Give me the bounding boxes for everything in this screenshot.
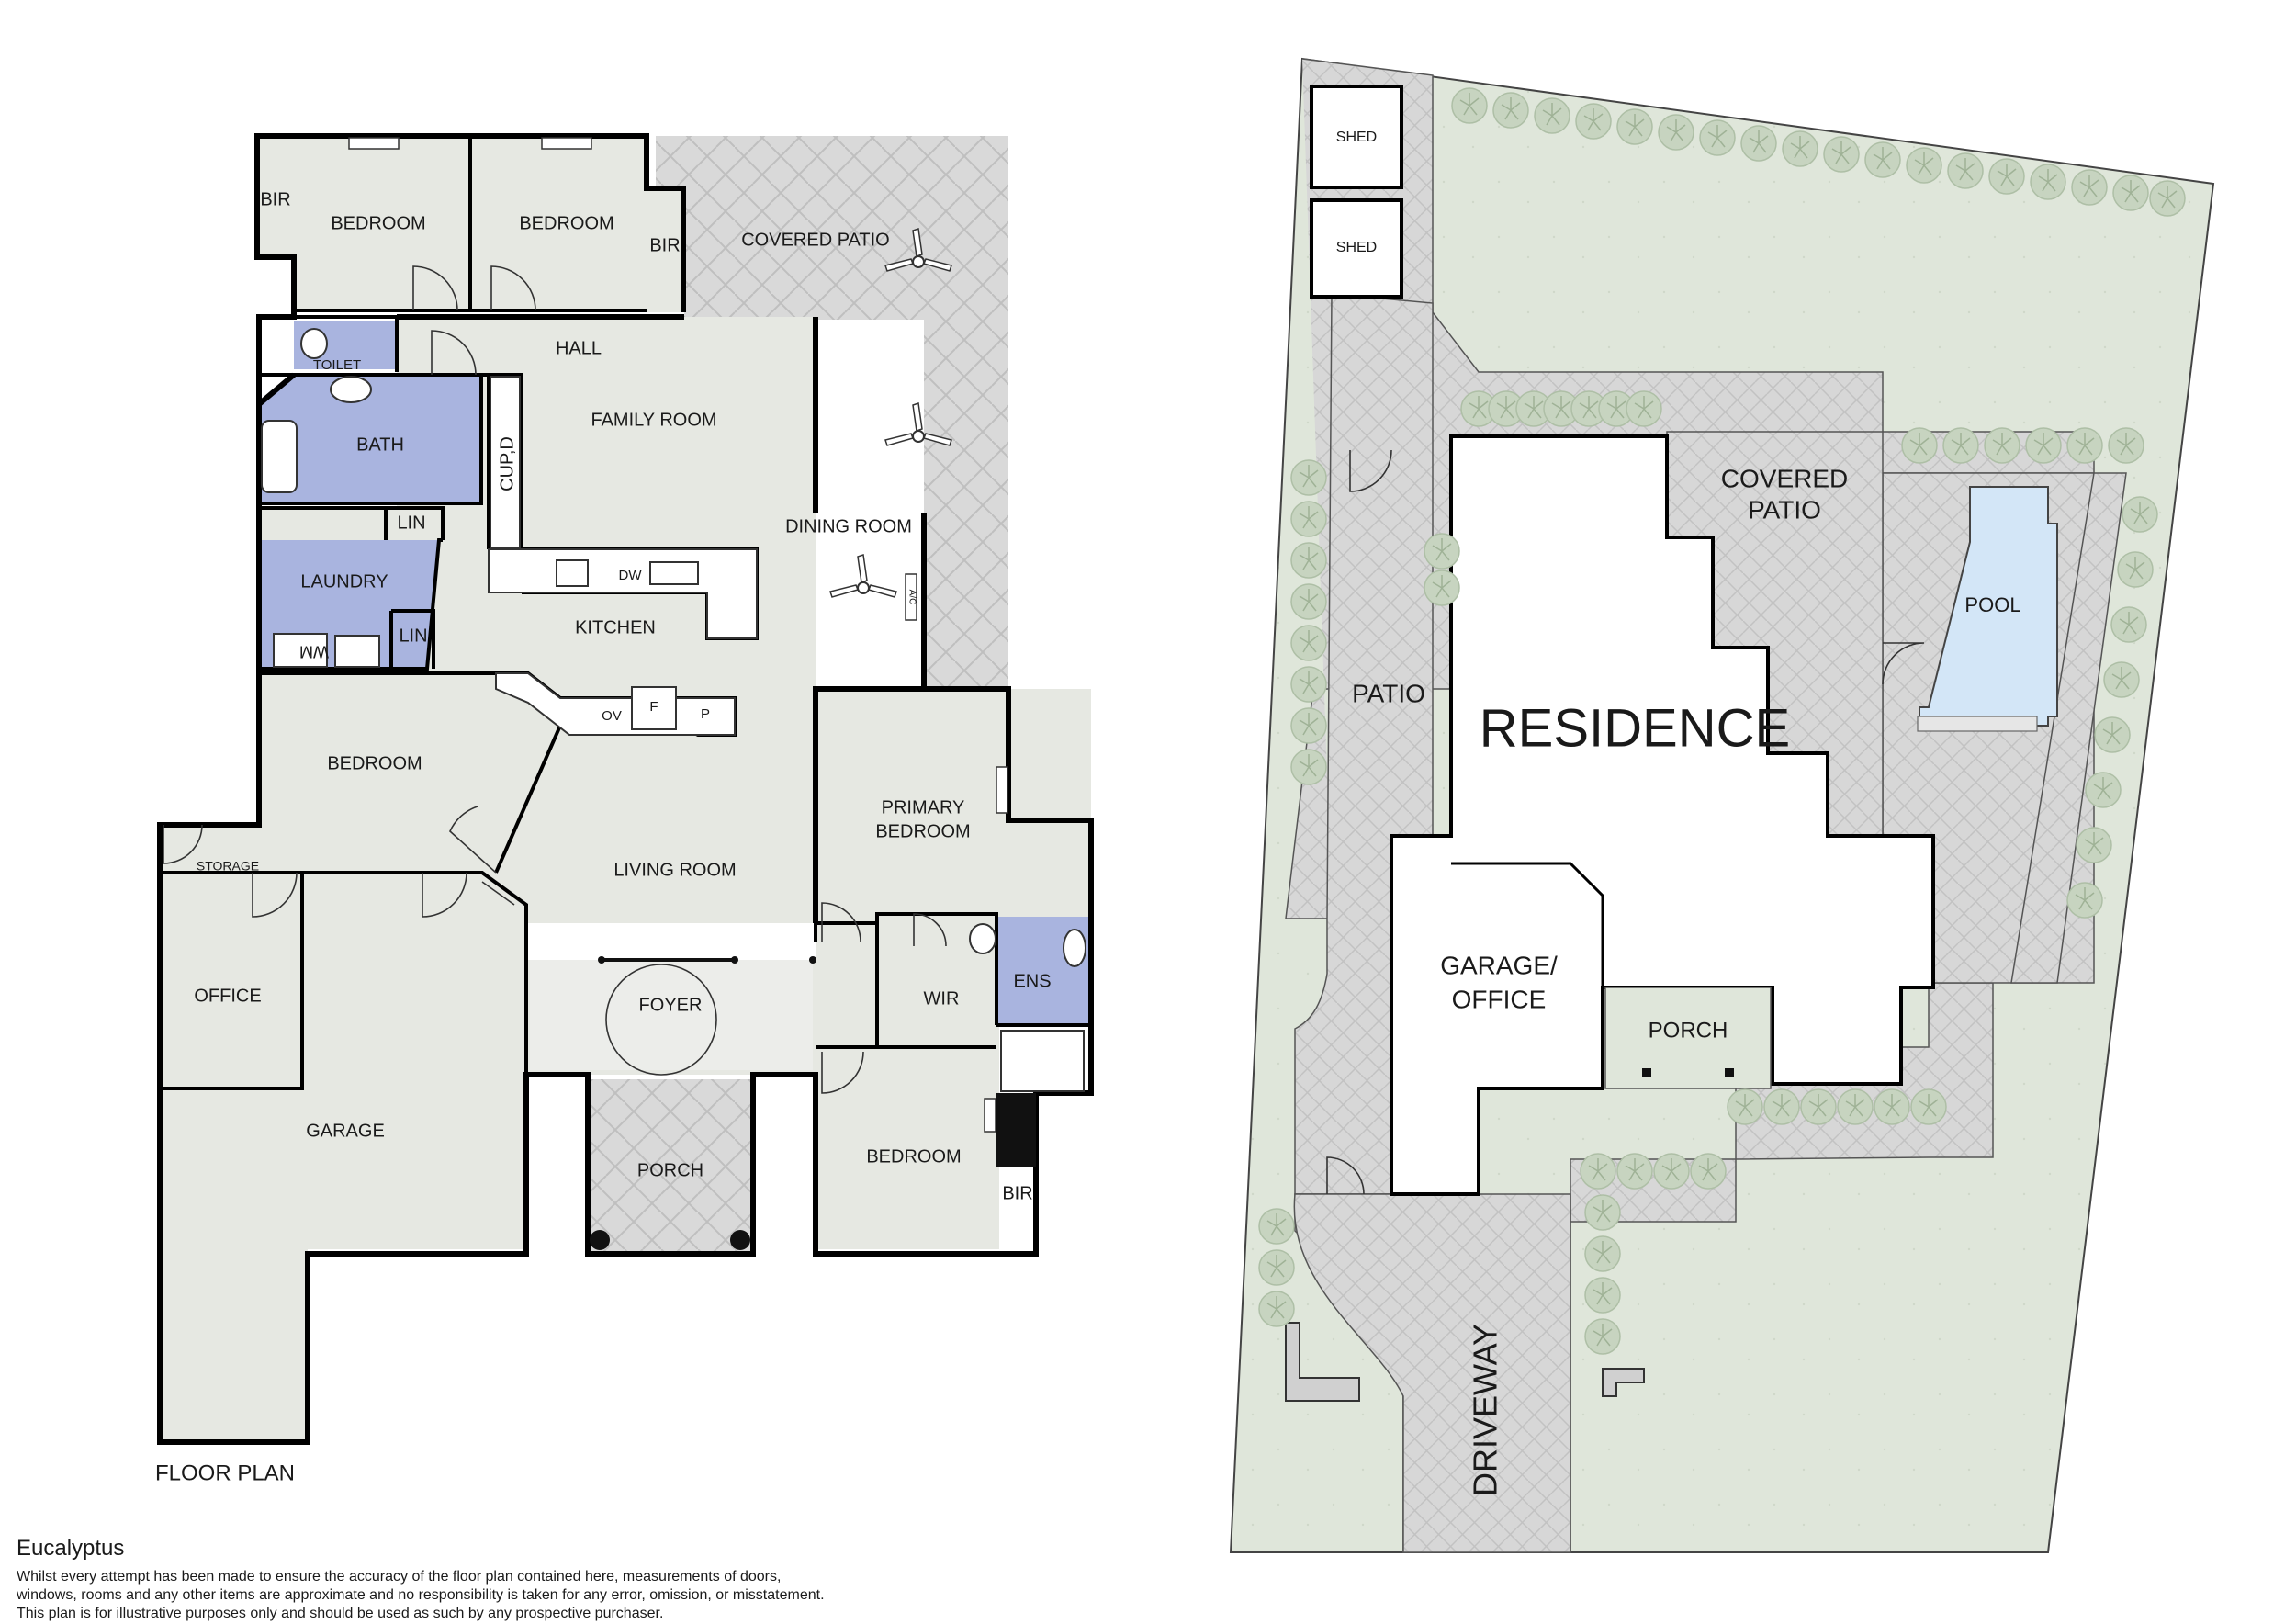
room-label-bir2: BIR xyxy=(649,235,680,255)
room-label-bir1: BIR xyxy=(260,189,290,209)
room-label-bedroom3: BEDROOM xyxy=(327,753,422,773)
room-label-family-room: FAMILY ROOM xyxy=(591,410,716,430)
door-swings xyxy=(163,265,947,1094)
room-label-bedroom4: BEDROOM xyxy=(866,1146,961,1167)
covered-patio-paving xyxy=(656,136,1008,689)
footer-disclaimer-1: Whilst every attempt has been made to en… xyxy=(17,1569,782,1585)
label-ov: OV xyxy=(602,708,622,724)
site-label-covered-patio-1: COVERED xyxy=(1721,464,1848,492)
label-fridge: F xyxy=(649,699,658,715)
foyer-area xyxy=(530,960,813,1070)
porch-site xyxy=(1604,987,1772,1089)
footer-disclaimer-2: windows, rooms and any other items are a… xyxy=(17,1587,825,1603)
label-ac-dining: A/C xyxy=(906,590,917,605)
site-label-patio: PATIO xyxy=(1352,679,1425,707)
site-label-driveway: DRIVEWAY xyxy=(1467,1324,1504,1496)
shed-1 xyxy=(1310,85,1403,189)
room-label-ens: ENS xyxy=(1013,971,1051,991)
porch-paving xyxy=(588,1079,753,1254)
cupd-cupboard xyxy=(490,376,521,548)
wet-areas xyxy=(259,321,1088,1025)
floor-plan-labels: BIR BEDROOM BEDROOM BIR COVERED PATIO TO… xyxy=(155,189,1052,1485)
label-dw: DW xyxy=(619,568,643,583)
room-label-garage: GARAGE xyxy=(306,1121,385,1141)
room-label-living-room: LIVING ROOM xyxy=(613,860,736,880)
room-label-toilet: TOILET xyxy=(313,357,361,373)
site-label-residence: RESIDENCE xyxy=(1480,698,1790,758)
site-label-pool: POOL xyxy=(1964,593,2020,616)
floor-plan xyxy=(157,133,1094,1445)
room-label-lin2: LIN xyxy=(399,626,427,646)
room-label-laundry: LAUNDRY xyxy=(300,571,388,592)
shed-2 xyxy=(1310,198,1403,299)
label-pantry: P xyxy=(701,706,710,722)
site-door-swings xyxy=(1326,449,1925,1195)
room-label-office: OFFICE xyxy=(194,986,261,1006)
kitchen-counters xyxy=(488,548,758,736)
room-label-bedroom1: BEDROOM xyxy=(331,213,425,233)
room-label-storage: STORAGE xyxy=(197,859,259,874)
room-label-bath: BATH xyxy=(356,434,404,455)
site-plan xyxy=(1229,57,2215,1553)
label-wm: WM xyxy=(299,642,329,660)
room-label-wir: WIR xyxy=(924,988,960,1009)
room-label-dining-room: DINING ROOM xyxy=(785,516,912,536)
room-label-primary-bedroom-1: PRIMARY xyxy=(882,797,965,818)
site-label-shed2: SHED xyxy=(1336,240,1377,255)
residence-footprint xyxy=(1390,434,1935,1196)
site-label-shed1: SHED xyxy=(1336,130,1377,145)
room-label-kitchen: KITCHEN xyxy=(575,617,656,637)
floor-plan-title: FLOOR PLAN xyxy=(155,1460,295,1485)
room-label-bir3: BIR xyxy=(1002,1183,1032,1203)
outer-walls xyxy=(157,133,1094,1445)
footer-disclaimer-3: This plan is for illustrative purposes o… xyxy=(17,1606,664,1621)
site-label-garage-office-2: OFFICE xyxy=(1452,985,1547,1013)
room-label-covered-patio: COVERED PATIO xyxy=(741,230,890,250)
site-plan-labels: SHED SHED COVERED PATIO POOL PATIO RESID… xyxy=(1336,130,2021,1496)
fixtures xyxy=(261,328,1086,1092)
ac-units xyxy=(348,137,1008,1133)
room-label-cupd: CUP,D xyxy=(497,436,517,491)
site-label-garage-office-1: GARAGE/ xyxy=(1440,951,1558,979)
site-label-covered-patio-2: PATIO xyxy=(1748,495,1821,524)
pool xyxy=(1919,486,2058,727)
room-label-lin1: LIN xyxy=(397,513,425,533)
room-label-hall: HALL xyxy=(556,338,602,358)
room-label-primary-bedroom-2: BEDROOM xyxy=(875,821,970,841)
room-label-bedroom2: BEDROOM xyxy=(519,213,613,233)
room-label-foyer: FOYER xyxy=(639,995,703,1015)
ens-shower-post xyxy=(996,1093,1036,1167)
site-label-porch: PORCH xyxy=(1649,1018,1728,1043)
room-label-porch: PORCH xyxy=(637,1160,703,1180)
footer-title: Eucalyptus xyxy=(17,1536,125,1561)
